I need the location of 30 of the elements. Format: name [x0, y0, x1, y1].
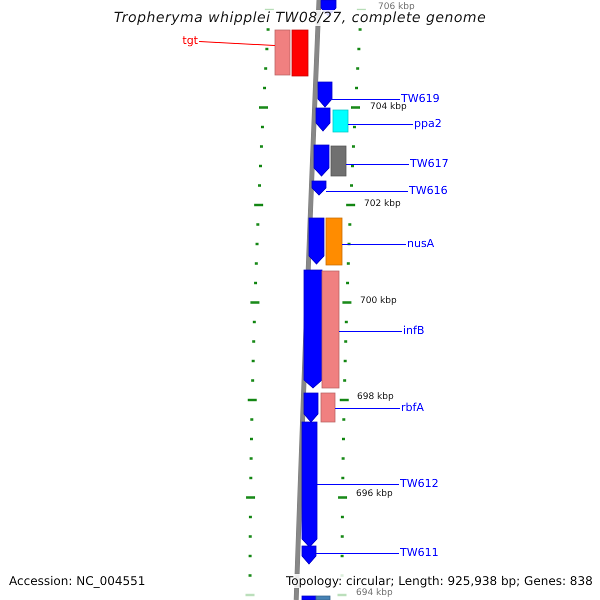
leader-line: [334, 408, 400, 409]
gene-label: rbfA: [401, 401, 424, 414]
scale-label: 694 kbp: [356, 588, 393, 598]
gene-label: ppa2: [414, 117, 442, 130]
scale-label: 700 kbp: [360, 296, 397, 306]
diagram-title: Tropheryma whipplei TW08/27, complete genome: [114, 10, 486, 26]
leader-line: [346, 164, 410, 165]
genome-info-text: Topology: circular; Length: 925,938 bp; Genes: 838: [286, 574, 593, 588]
gene-label: infB: [403, 324, 424, 337]
gene-label: TW611: [400, 546, 439, 559]
scale-label: 706 kbp: [378, 2, 415, 12]
leader-line: [332, 99, 400, 100]
leader-line: [316, 484, 400, 485]
leader-line: [342, 244, 406, 245]
gene-label: nusA: [407, 237, 434, 250]
leader-line: [316, 553, 400, 554]
leader-line: [326, 191, 408, 192]
leader-line: [198, 41, 276, 46]
scale-label: 698 kbp: [357, 392, 394, 402]
gene-label: tgt: [182, 34, 198, 47]
gene-label: TW612: [400, 477, 439, 490]
gene-label: TW617: [410, 157, 449, 170]
scale-label: 702 kbp: [364, 199, 401, 209]
accession-text: Accession: NC_004551: [9, 574, 146, 588]
gene-label: TW619: [401, 92, 440, 105]
scale-label: 704 kbp: [370, 102, 407, 112]
leader-line: [348, 124, 414, 125]
scale-label: 696 kbp: [356, 489, 393, 499]
gene-label: TW616: [409, 184, 448, 197]
leader-line: [338, 331, 402, 332]
